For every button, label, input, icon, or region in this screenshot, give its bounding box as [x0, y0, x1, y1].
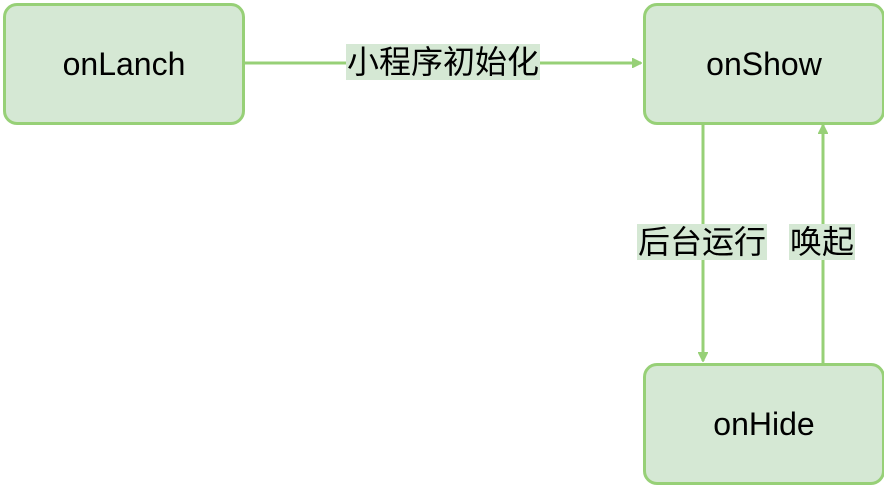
node-onshow-label: onShow: [706, 45, 822, 82]
node-onhide-label: onHide: [713, 405, 815, 442]
node-onshow[interactable]: onShow: [643, 3, 884, 125]
edge-wake-label: 唤起: [788, 224, 856, 260]
edge-background-label: 后台运行: [636, 224, 768, 260]
node-onhide[interactable]: onHide: [643, 363, 884, 485]
node-onlaunch-label: onLanch: [62, 45, 186, 82]
node-onlaunch[interactable]: onLanch: [3, 3, 245, 125]
edge-init-label: 小程序初始化: [345, 44, 541, 80]
